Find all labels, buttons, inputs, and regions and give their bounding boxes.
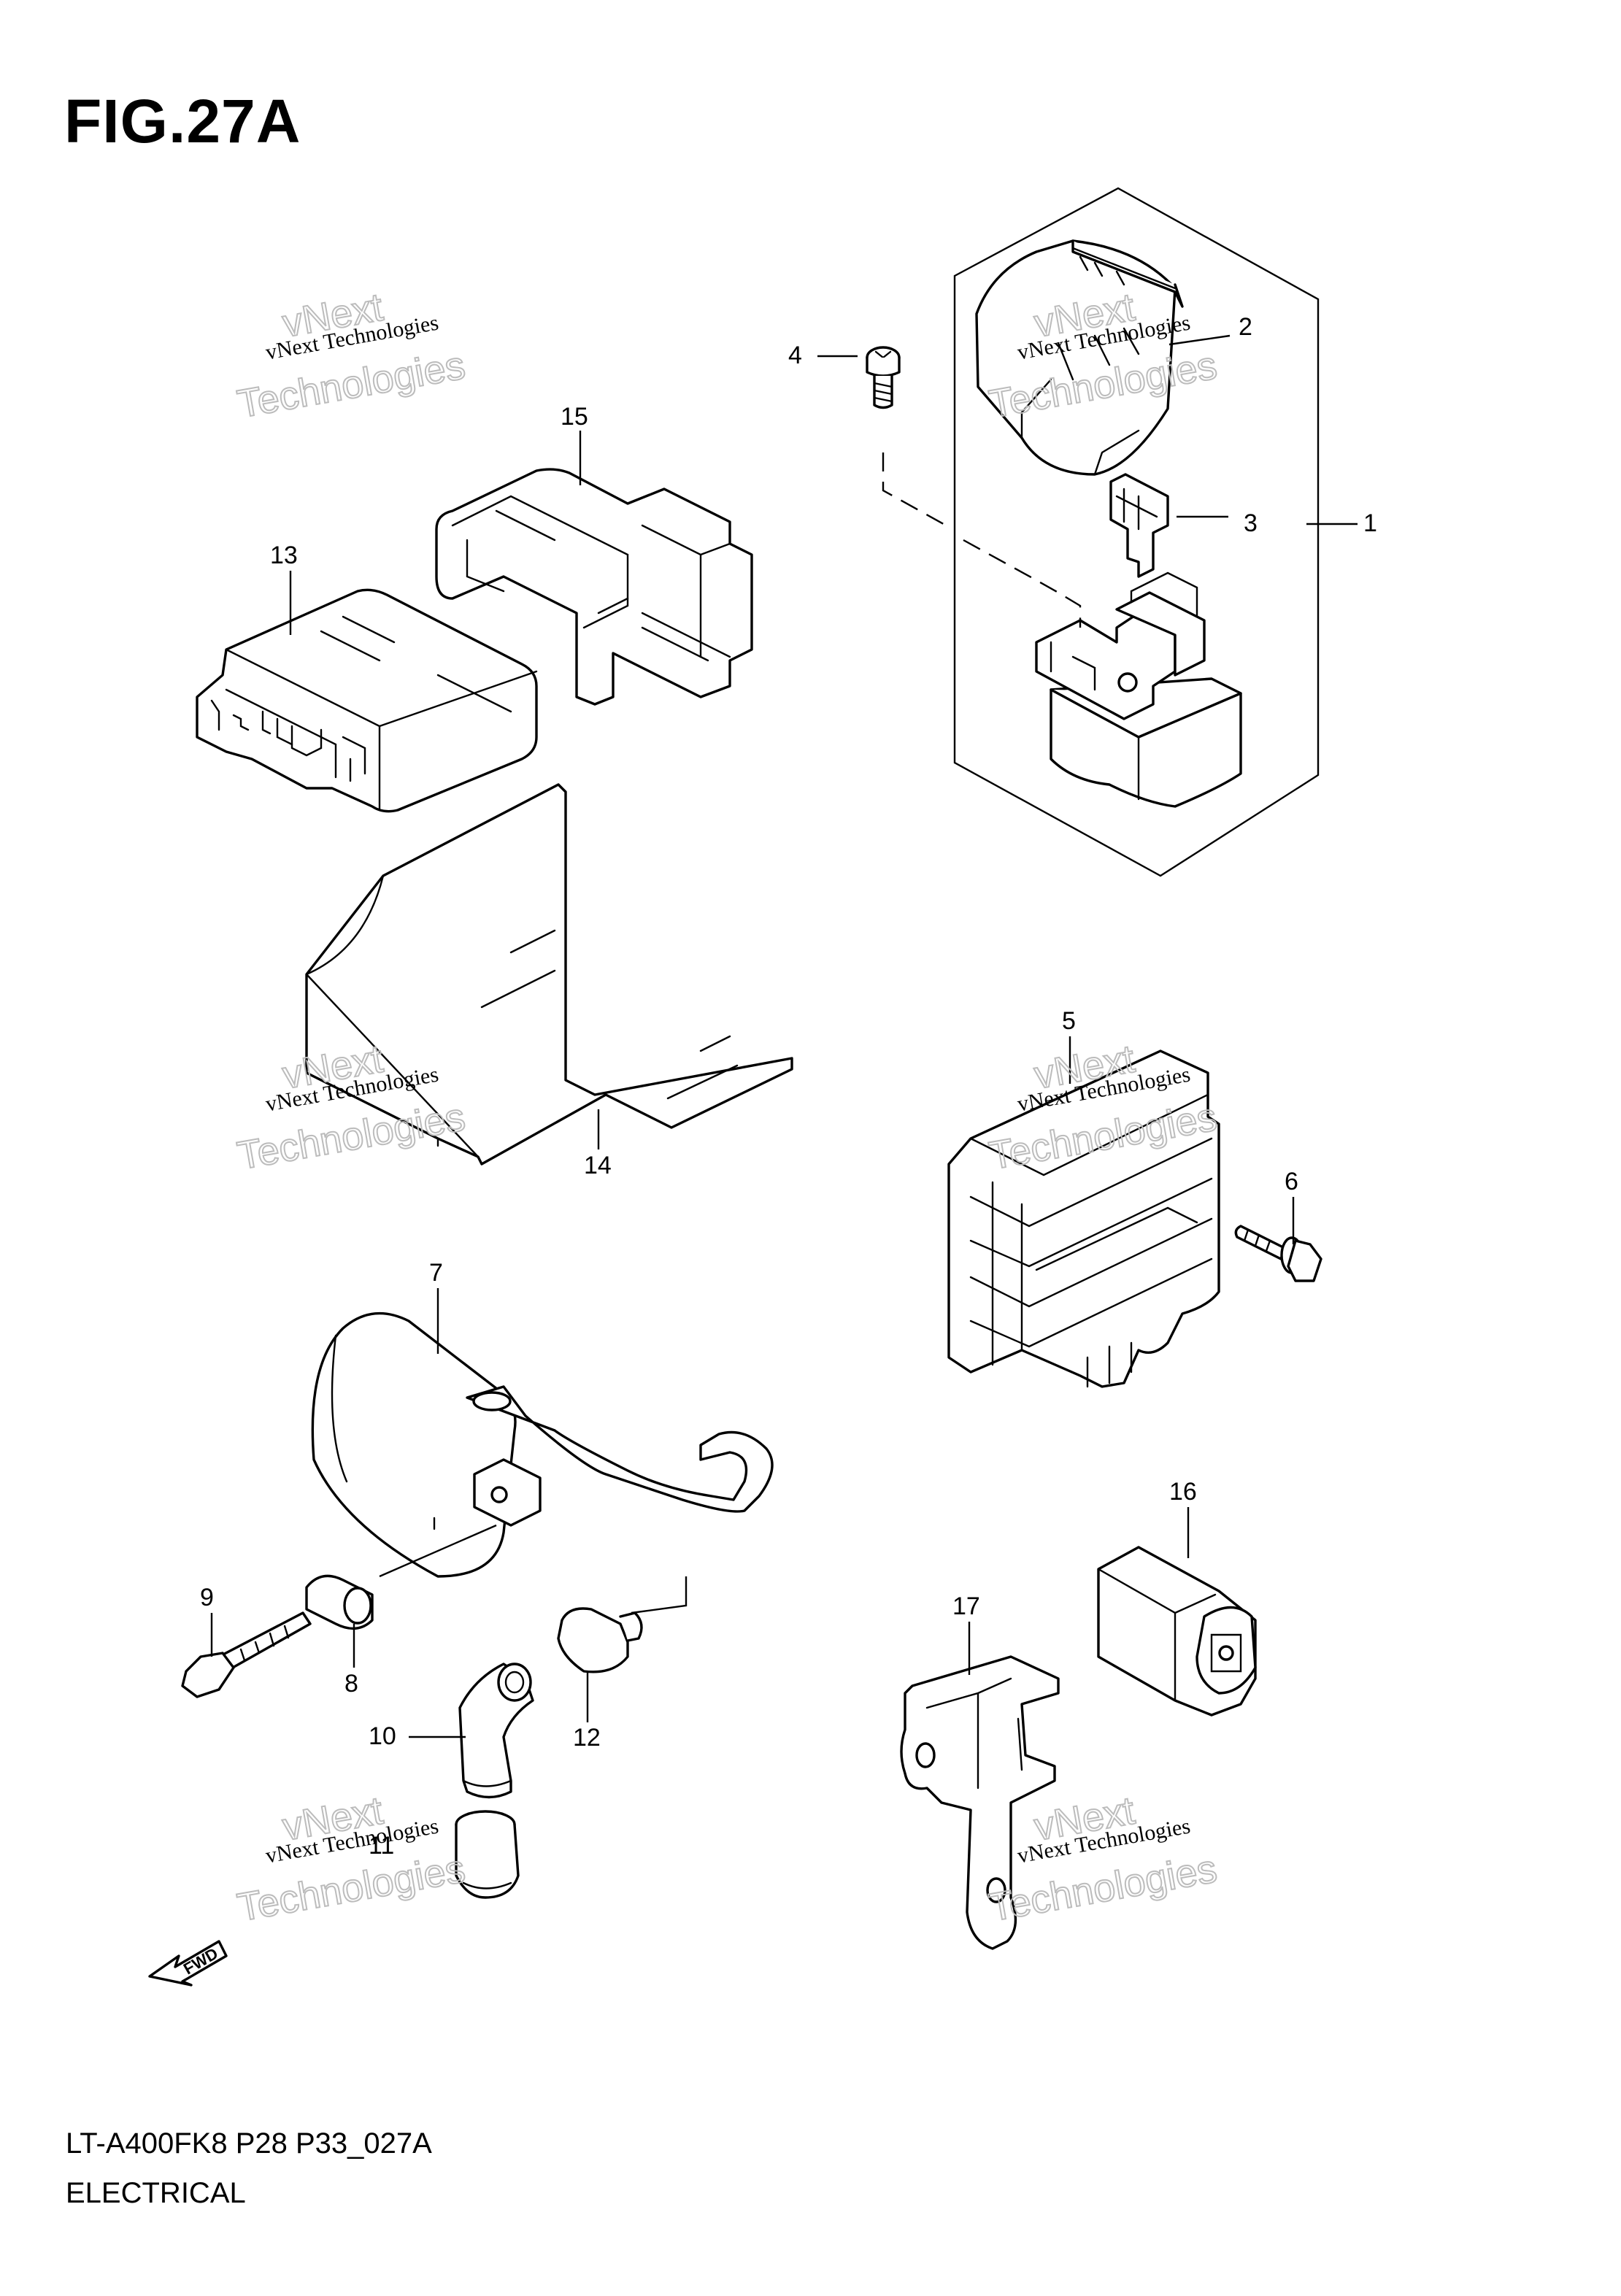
figure-title: FIG.27A [64, 87, 301, 155]
starter-relay [1035, 571, 1242, 808]
ignition-coil [311, 1311, 774, 1578]
figure-name: ELECTRICAL [66, 2177, 246, 2209]
watermark-top-left: vNext Technologies vNext Technologies [234, 285, 469, 427]
callout-7: 7 [429, 1259, 443, 1287]
callout-13: 13 [270, 542, 298, 569]
cap [455, 1810, 520, 1899]
fwd-arrow-icon: FWD [148, 1940, 228, 1987]
callout-15: 15 [561, 403, 588, 431]
cap-boot [458, 1663, 534, 1799]
callout-6: 6 [1285, 1168, 1298, 1195]
ecu-unit [196, 588, 538, 813]
callout-12: 12 [573, 1724, 601, 1752]
callout-2: 2 [1239, 313, 1252, 341]
collar [305, 1574, 374, 1630]
ecu-case [435, 468, 753, 706]
regulator-bolt [1234, 1225, 1322, 1282]
callout-3: 3 [1244, 509, 1258, 537]
callout-5: 5 [1062, 1007, 1076, 1035]
coupler [1097, 1546, 1257, 1717]
callout-9: 9 [200, 1584, 214, 1611]
callout-10: 10 [369, 1722, 396, 1750]
fuse [1109, 473, 1169, 578]
figure-code: LT-A400FK8 P28 P33_027A [66, 2127, 432, 2160]
regulator-rectifier [947, 1049, 1220, 1388]
callout-1: 1 [1363, 509, 1377, 537]
watermark-bottom-left: vNext Technologies vNext Technologies [234, 1788, 469, 1930]
mounting-bracket [900, 1655, 1060, 1950]
callout-16: 16 [1169, 1478, 1197, 1506]
relay-assembly-frame [953, 187, 1320, 877]
coil-bolt [181, 1611, 312, 1698]
callout-11: 11 [369, 1832, 394, 1860]
relay-bolt [866, 346, 901, 409]
callout-8: 8 [344, 1670, 358, 1698]
callout-14: 14 [584, 1152, 612, 1179]
callout-4: 4 [788, 342, 802, 369]
callout-17: 17 [952, 1592, 980, 1620]
plug-cap [557, 1607, 643, 1673]
bracket-plate [305, 783, 793, 1166]
relay-cover [975, 239, 1184, 476]
